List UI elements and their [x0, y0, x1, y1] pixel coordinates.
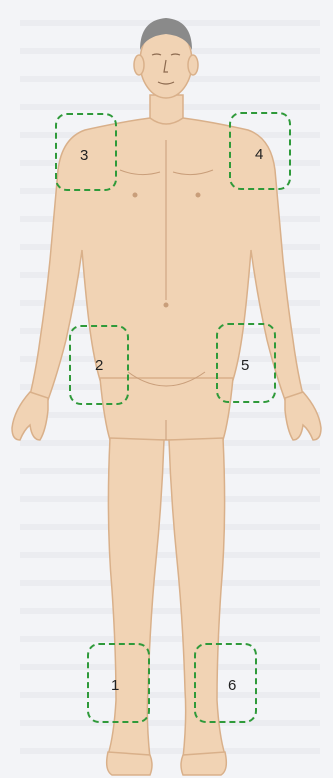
zone-2-label: 2 [95, 357, 103, 374]
left-ear [134, 55, 144, 75]
left-foot [107, 752, 152, 775]
zone-6-label: 6 [228, 677, 236, 694]
right-ear [188, 55, 198, 75]
right-hand [285, 392, 321, 440]
right-foot [181, 752, 226, 775]
zone-6-right-ankle [194, 643, 257, 723]
left-hand [12, 392, 48, 440]
zone-1-label: 1 [111, 677, 119, 694]
zone-4-label: 4 [255, 146, 263, 163]
zone-5-label: 5 [241, 357, 249, 374]
zone-3-label: 3 [80, 147, 88, 164]
